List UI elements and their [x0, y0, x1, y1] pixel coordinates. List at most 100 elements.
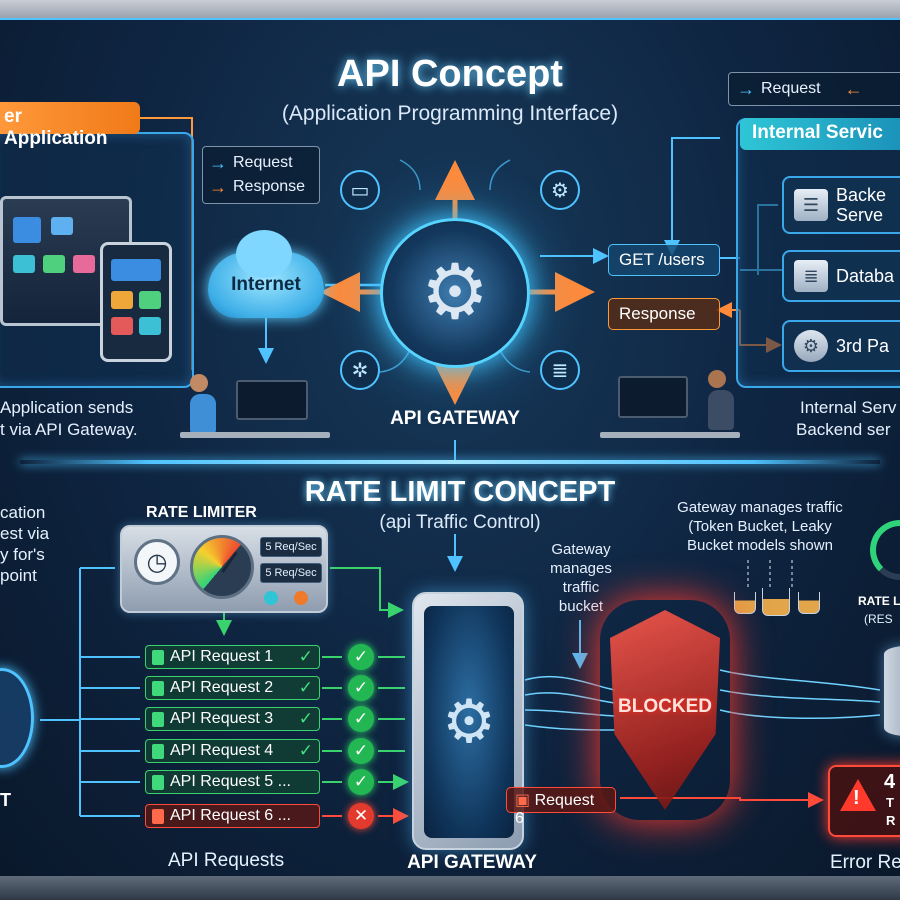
page-title: API Concept — [337, 53, 563, 95]
third-party-label: 3rd Pa — [836, 335, 890, 356]
legend-response-label: Response — [233, 178, 306, 195]
client-avatar — [0, 668, 34, 768]
database-icon: ≣ — [540, 350, 580, 390]
bucket-note-line: Gateway — [551, 541, 611, 558]
monitor-left — [236, 380, 308, 420]
allowed-check-icon: ✓ — [348, 706, 374, 732]
api-requests-caption: API Requests — [168, 850, 285, 871]
app-tile-icon — [73, 255, 95, 273]
client-label: T — [0, 790, 11, 810]
bucket-note: Gateway manages traffic bucket — [536, 540, 626, 616]
checkmark-icon: ✓ — [298, 741, 313, 760]
api-request-row: API Request 3 ✓ — [145, 707, 320, 731]
rate-limit-subtitle: (api Traffic Control) — [379, 512, 541, 533]
rate-limit-title: RATE LIMIT CONCEPT — [304, 476, 616, 508]
server-icon: ☰ — [794, 189, 828, 221]
legend-top-right: → Request ← — [728, 72, 900, 106]
models-note-line: Bucket models shown — [687, 537, 833, 554]
request-6-label: Request 6 — [515, 792, 595, 827]
rate-left-caption-line: cation — [0, 503, 46, 522]
internal-caption-line2: Backend ser — [796, 420, 891, 439]
api-request-row: API Request 5 ... — [145, 770, 320, 794]
response-arrow-icon: → — [209, 176, 227, 197]
api-gateway-label: API GATEWAY — [390, 408, 520, 429]
app-tile-icon — [13, 255, 35, 273]
document-icon — [152, 743, 164, 759]
rejected-x-icon: ✕ — [348, 803, 374, 829]
rate-left-caption-line: point — [0, 566, 37, 585]
client-caption-line1: Application sends — [0, 398, 134, 417]
request-arrow-icon: → — [737, 78, 755, 99]
backend-server-label: Backe Serve — [836, 185, 887, 225]
warning-icon — [840, 779, 876, 811]
clock-icon: ◷ — [134, 539, 180, 585]
rate-left-caption-line: y for's — [0, 545, 45, 564]
app-tile-icon — [111, 291, 133, 309]
models-note: Gateway manages traffic (Token Bucket, L… — [660, 498, 860, 555]
indicator-light — [264, 591, 278, 605]
rate-chip: 5 Req/Sec — [260, 563, 322, 583]
rate-gauge-icon — [870, 520, 900, 580]
ceiling — [0, 0, 900, 22]
gateway-caption: API GATEWAY — [407, 852, 537, 873]
document-icon — [152, 808, 164, 824]
database-row: ≣ Databa — [782, 250, 900, 302]
floor — [0, 876, 900, 900]
document-icon — [152, 680, 164, 696]
document-icon — [152, 774, 164, 790]
api-request-row: API Request 4 ✓ — [145, 739, 320, 763]
gear-icon: ⚙ — [420, 250, 490, 335]
gateway-screen: ⚙ — [424, 606, 514, 838]
rate-left-caption: cation est via y for's point — [0, 502, 90, 586]
rate-limiter-label: RATE LIMITER — [146, 504, 257, 521]
tablet-device — [100, 242, 172, 362]
request-arrow-icon: → — [209, 152, 227, 173]
developer-figure-right — [708, 370, 734, 430]
rate-chip: 5 Req/Sec — [260, 537, 322, 557]
third-party-row: ⚙ 3rd Pa — [782, 320, 900, 372]
gear-icon: ⚙ — [442, 688, 496, 755]
checkmark-icon: ✓ — [298, 709, 313, 728]
models-note-line: Gateway manages traffic — [677, 499, 843, 516]
response-arrow-icon: ← — [844, 78, 863, 99]
database-stack-icon — [884, 646, 900, 736]
blocked-doc-icon: ▣ — [515, 792, 531, 809]
app-tile-icon — [13, 217, 41, 243]
indicator-light — [294, 591, 308, 605]
app-tile-icon — [51, 217, 73, 235]
api-request-label: API Request 3 — [170, 710, 274, 727]
bucket-note-line: traffic — [562, 579, 600, 596]
error-response-box: ! 4 T R — [828, 765, 900, 837]
models-note-line: (Token Bucket, Leaky — [688, 518, 832, 535]
response-tag: Response — [608, 298, 720, 330]
monitor-right — [618, 376, 688, 418]
api-request-row: API Request 2 ✓ — [145, 676, 320, 700]
bucket-icon — [798, 592, 820, 614]
bucket-note-line: bucket — [558, 598, 604, 615]
developer-figure-left — [190, 374, 216, 434]
api-request-label: API Request 5 ... — [170, 773, 291, 790]
error-code: 4 — [884, 771, 896, 793]
allowed-check-icon: ✓ — [348, 675, 374, 701]
blocked-label: BLOCKED — [618, 696, 712, 717]
section-divider — [20, 460, 880, 464]
app-tile-icon — [139, 317, 161, 335]
bucket-note-line: manages — [550, 560, 612, 577]
internal-services-tag: Internal Servic — [740, 118, 900, 150]
app-tile-icon — [111, 259, 161, 281]
document-icon — [152, 711, 164, 727]
api-request-row-blocked: API Request 6 ... — [145, 804, 320, 828]
checkmark-icon: ✓ — [298, 647, 313, 666]
allowed-check-icon: ✓ — [348, 644, 374, 670]
page-subtitle: (Application Programming Interface) — [281, 102, 619, 125]
rate-limiter-device: ◷ 5 Req/Sec 5 Req/Sec — [120, 525, 328, 613]
display-board: API Concept (Application Programming Int… — [0, 18, 900, 878]
gear-icon: ✲ — [340, 350, 380, 390]
internal-caption-line1: Internal Serv — [800, 398, 897, 417]
desk-right — [600, 432, 740, 438]
allowed-check-icon: ✓ — [348, 769, 374, 795]
leaky-bucket-icon — [762, 588, 790, 616]
database-label: Databa — [836, 265, 895, 286]
rate-right-label-line1: RATE L — [858, 594, 900, 608]
gear-icon: ⚙ — [794, 330, 828, 362]
